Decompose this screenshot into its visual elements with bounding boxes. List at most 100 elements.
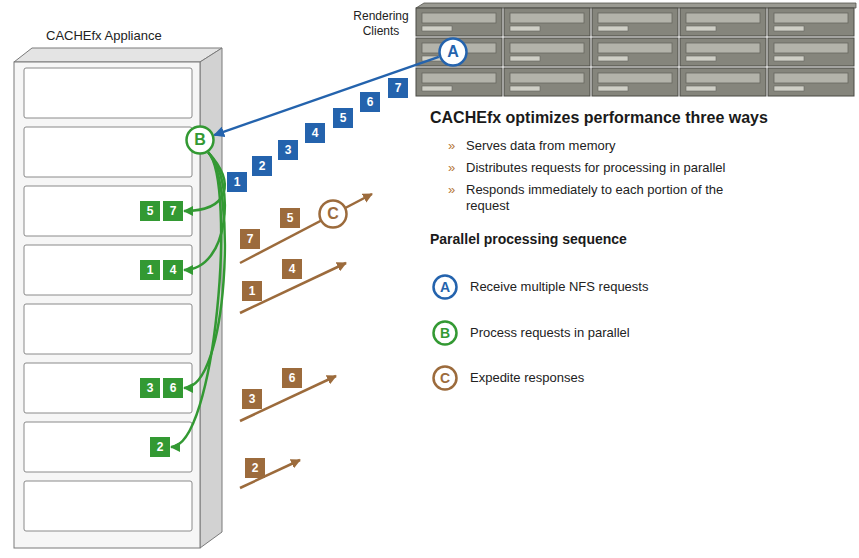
- callout-number: 2: [252, 156, 272, 176]
- step-circle: B: [185, 125, 215, 155]
- server-bezel: [774, 13, 848, 23]
- step-letter: C: [318, 199, 348, 229]
- server-unit: [504, 38, 590, 66]
- appliance-housing: CACHEfx ApplianceB5714362: [8, 26, 226, 552]
- request-number: 6: [360, 92, 380, 112]
- step-letter: A: [438, 37, 468, 67]
- response-number: 6: [282, 368, 302, 388]
- process-number: 7: [163, 201, 183, 221]
- bullet-text: Serves data from memory: [466, 138, 616, 154]
- callout-number: 1: [227, 172, 247, 192]
- callout-number: 3: [242, 389, 262, 409]
- bullet-mark: »: [448, 160, 455, 176]
- drive-slot: [24, 245, 192, 295]
- dispatch-arrow: [171, 152, 221, 447]
- step-circle: C: [318, 199, 348, 229]
- server-unit: [592, 38, 678, 66]
- server-units: [416, 8, 854, 96]
- step-letter: B: [185, 125, 215, 155]
- response-number: 5: [280, 208, 300, 228]
- server-drive: [422, 86, 452, 91]
- server-drive: [686, 86, 716, 91]
- callout-number: 7: [163, 201, 183, 221]
- housing-top: [14, 48, 222, 62]
- server-bezel: [686, 43, 760, 53]
- drive-slot: [24, 422, 192, 472]
- step-circle: A: [438, 37, 468, 67]
- bullet-text: Distributes requests for processing in p…: [466, 160, 725, 176]
- server-drive: [422, 26, 452, 31]
- callout-number: 6: [360, 92, 380, 112]
- server-unit: [592, 68, 678, 96]
- callout-number: 1: [242, 281, 262, 301]
- server-unit: [768, 68, 854, 96]
- callout-number: 1: [140, 260, 160, 280]
- process-number: 1: [140, 260, 160, 280]
- callout-number: 2: [245, 458, 265, 478]
- server-drive: [774, 86, 804, 91]
- server-drive: [598, 56, 628, 61]
- server-drive: [510, 56, 540, 61]
- server-bezel: [510, 73, 584, 83]
- client-rack: Rendering ClientsA: [348, 4, 856, 98]
- bullet-mark: »: [448, 182, 455, 198]
- server-unit: [592, 8, 678, 36]
- callout-number: 6: [282, 368, 302, 388]
- server-unit: [680, 68, 766, 96]
- callout-number: 5: [140, 201, 160, 221]
- callout-number: 3: [278, 140, 298, 160]
- heading: CACHEfx Appliance: [46, 28, 162, 44]
- rack-top: [416, 3, 856, 8]
- callout-number: 4: [282, 259, 302, 279]
- server-unit: [504, 8, 590, 36]
- server-unit: [504, 68, 590, 96]
- server-bezel: [598, 73, 672, 83]
- request-number: 4: [305, 123, 325, 143]
- request-arrow: [214, 57, 439, 135]
- process-number: 5: [140, 201, 160, 221]
- server-drive: [774, 56, 804, 61]
- callout-number: 6: [163, 378, 183, 398]
- step-description: Process requests in parallel: [470, 325, 630, 341]
- drive-slot: [24, 127, 192, 177]
- server-bezel: [686, 13, 760, 23]
- server-bezel: [422, 13, 496, 23]
- response-number: 4: [282, 259, 302, 279]
- server-bezel: [774, 73, 848, 83]
- callout-number: 7: [388, 78, 408, 98]
- bullet-mark: »: [448, 138, 455, 154]
- server-unit: [680, 8, 766, 36]
- server-bezel: [774, 43, 848, 53]
- heading: Rendering Clients: [350, 9, 412, 39]
- step-description: Expedite responses: [470, 370, 584, 386]
- dispatch-arrow: [184, 152, 225, 270]
- callout-number: 4: [163, 260, 183, 280]
- request-number: 2: [252, 156, 272, 176]
- server-bezel: [510, 13, 584, 23]
- response-number: 7: [240, 229, 260, 249]
- server-drive: [598, 26, 628, 31]
- request-number: 7: [388, 78, 408, 98]
- server-bezel: [598, 13, 672, 23]
- drive-slot: [24, 68, 192, 118]
- request-number: 1: [227, 172, 247, 192]
- server-unit: [416, 68, 502, 96]
- drive-slot: [24, 304, 192, 354]
- process-number: 6: [163, 378, 183, 398]
- callout-number: 5: [333, 108, 353, 128]
- request-number: 5: [333, 108, 353, 128]
- server-unit: [680, 38, 766, 66]
- server-drive: [774, 26, 804, 31]
- server-bezel: [686, 73, 760, 83]
- server-drive: [686, 56, 716, 61]
- drive-slot: [24, 481, 192, 531]
- legend-circle: C: [432, 365, 458, 391]
- request-number: 3: [278, 140, 298, 160]
- server-unit: [768, 38, 854, 66]
- step-letter: C: [432, 365, 458, 391]
- server-drive: [510, 26, 540, 31]
- slot-group: [24, 68, 192, 531]
- step-letter: A: [432, 274, 458, 300]
